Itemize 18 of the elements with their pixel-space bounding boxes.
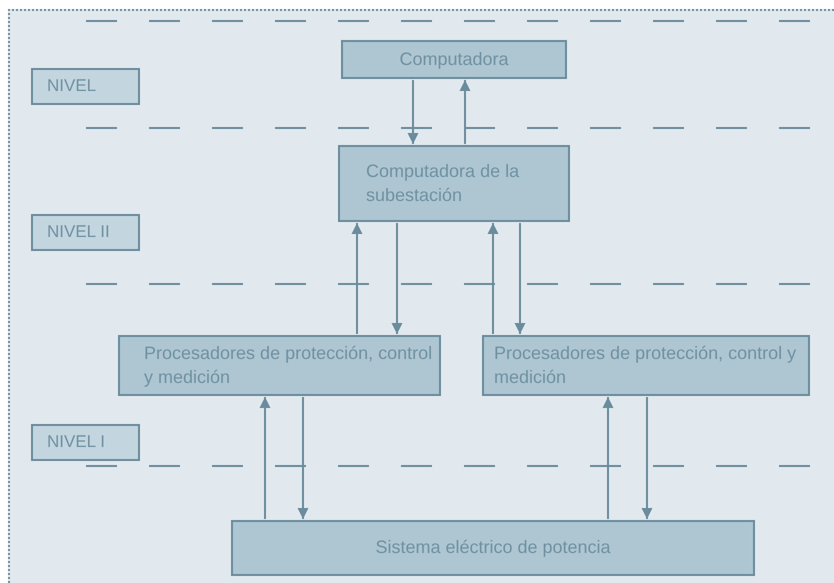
arrow (408, 80, 418, 144)
arrow (514, 223, 526, 334)
process-box: Computadora de la subestación (338, 145, 570, 222)
process-box: Procesadores de protección, control y medición (118, 335, 441, 396)
arrow (602, 397, 614, 519)
arrow (392, 223, 402, 334)
level-label-box: NIVEL I (31, 424, 140, 461)
process-box: Procesadores de protección, control y medición (482, 335, 810, 396)
arrow (642, 397, 652, 519)
arrow (352, 223, 362, 334)
process-box: Computadora (341, 40, 567, 79)
arrow (260, 397, 270, 519)
arrow (488, 223, 498, 334)
level-label-box: NIVEL (31, 68, 140, 105)
level-label-box: NIVEL II (31, 214, 140, 251)
process-box: Sistema eléctrico de potencia (231, 520, 755, 576)
arrow (298, 397, 308, 519)
arrow (460, 80, 470, 144)
